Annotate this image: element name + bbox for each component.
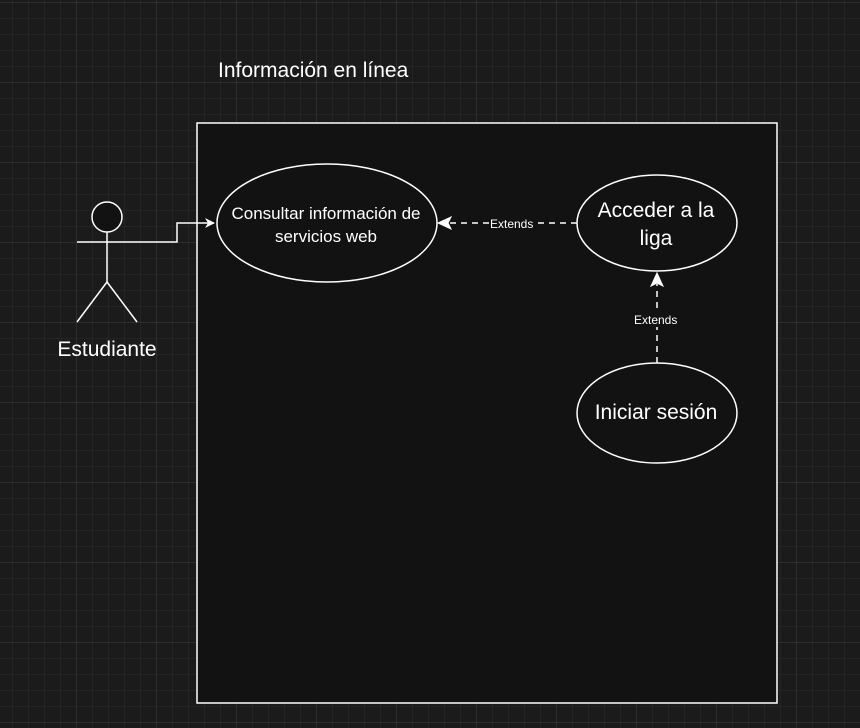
- actor-estudiante[interactable]: [76, 201, 138, 323]
- extends-arrowhead-2: [649, 271, 665, 288]
- actor-left-leg: [76, 281, 108, 323]
- system-title: Información en línea: [218, 59, 409, 82]
- association-edge[interactable]: [137, 218, 215, 243]
- use-case-label-consultar: Consultar información de servicios web: [231, 203, 421, 246]
- use-case-label-acceder: Acceder a la liga: [597, 198, 715, 250]
- actor-head: [91, 201, 123, 233]
- use-case-label-iniciar-sesion: Iniciar sesión: [594, 400, 718, 424]
- extends-arrowhead-1: [436, 215, 453, 231]
- extends-label-1: Extends: [489, 217, 535, 231]
- actor-label: Estudiante: [57, 338, 157, 361]
- extends-label-2: Extends: [633, 313, 679, 327]
- actor-right-leg: [106, 281, 138, 323]
